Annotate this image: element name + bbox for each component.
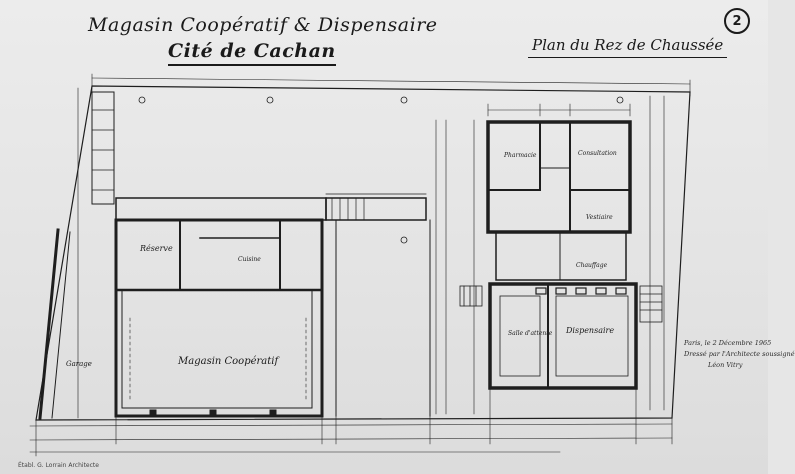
- architect-signature: Paris, le 2 Décembre 1965 Dressé par l'A…: [684, 338, 795, 371]
- title-line-1: Magasin Coopératif & Dispensaire: [88, 14, 438, 36]
- floor-plan-drawing: [29, 73, 691, 457]
- signature-line-3: Léon Vitry: [708, 361, 743, 369]
- room-label-garage: Garage: [66, 360, 92, 368]
- room-label-vestiaire: Vestiaire: [586, 214, 613, 221]
- room-label-cuisine: Cuisine: [238, 256, 261, 263]
- signature-line-2: Dressé par l'Architecte soussigné: [684, 350, 795, 358]
- plan-title: Plan du Rez de Chaussée: [528, 36, 728, 58]
- room-label-chauffage: Chauffage: [576, 262, 608, 269]
- room-label-pharmacie: Pharmacie: [504, 152, 537, 159]
- room-label-dispensaire: Dispensaire: [566, 326, 615, 335]
- property-boundary: [35, 85, 691, 421]
- title-line-2: Cité de Cachan: [168, 40, 336, 66]
- room-label-salle-attente: Salle d'attente: [508, 330, 553, 337]
- room-label-reserve: Réserve: [140, 244, 173, 253]
- footer-stamp: Établ. G. Lorrain Architecte: [18, 462, 99, 469]
- sheet-number: 2: [724, 8, 750, 34]
- signature-line-1: Paris, le 2 Décembre 1965: [684, 339, 772, 347]
- room-label-magasin: Magasin Coopératif: [178, 356, 279, 367]
- room-label-consultation: Consultation: [578, 150, 617, 157]
